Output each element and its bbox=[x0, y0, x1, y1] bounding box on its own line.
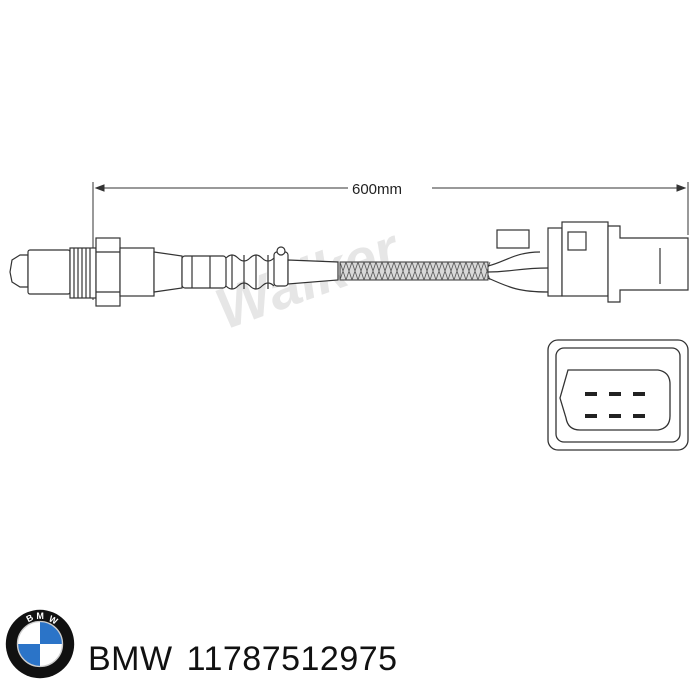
svg-text:B: B bbox=[25, 612, 36, 624]
sensor-body bbox=[9, 237, 339, 307]
connector-pin bbox=[609, 392, 621, 396]
svg-text:M: M bbox=[36, 611, 44, 621]
brand-name: BMW bbox=[88, 640, 173, 678]
dimension-line bbox=[92, 182, 689, 300]
dimension-label: 600mm bbox=[352, 181, 402, 198]
connector-pin bbox=[633, 392, 645, 396]
part-caption: BMW 11787512975 bbox=[88, 640, 688, 679]
connector-pin bbox=[585, 414, 597, 418]
wires bbox=[487, 251, 549, 293]
connector-pins bbox=[585, 392, 645, 418]
connector-pin bbox=[585, 392, 597, 396]
connector-side bbox=[496, 221, 689, 303]
connector-pin bbox=[609, 414, 621, 418]
bmw-logo: B M W bbox=[4, 608, 76, 680]
braided-cable bbox=[339, 261, 491, 281]
connector-pin bbox=[633, 414, 645, 418]
part-number: 11787512975 bbox=[186, 640, 398, 678]
